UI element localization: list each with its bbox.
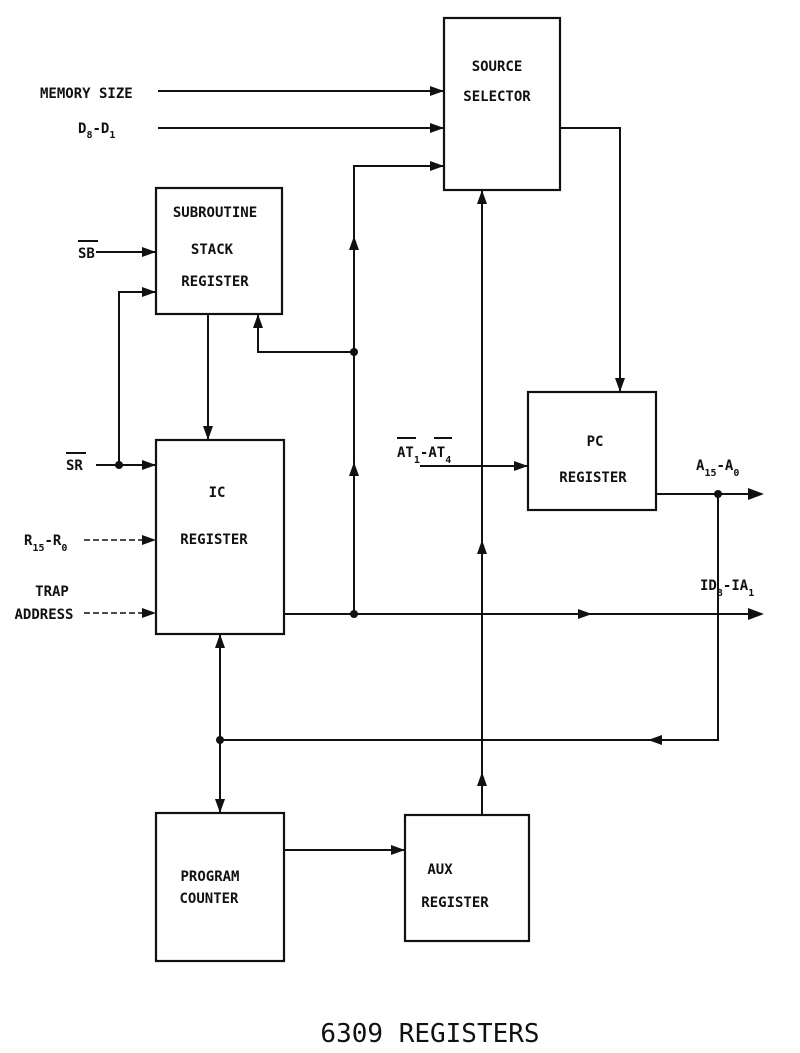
sb-label: SB [78,246,95,262]
memory-size-label: MEMORY SIZE [40,86,133,102]
source-selector-label-2: SELECTOR [463,89,531,105]
source-selector-label-1: SOURCE [472,59,523,75]
arrowheads [142,86,764,855]
pc-register-label-1: PC [587,434,604,450]
at-bus-label: AT1-AT4 [397,445,451,466]
program-counter-label-1: PROGRAM [180,869,239,885]
trap-label-2: ADDRESS [14,607,73,623]
subroutine-stack-label-3: REGISTER [181,274,249,290]
program-counter-label-2: COUNTER [179,891,239,907]
pc-register-block: PC REGISTER [526,390,658,512]
program-counter-block: PROGRAM COUNTER [154,811,286,963]
d-bus-label: D8-D1 [78,121,115,141]
subroutine-stack-register-block: SUBROUTINE STACK REGISTER [154,186,284,316]
trap-label-1: TRAP [35,584,69,600]
diagram-title: 6309 REGISTERS [320,1019,539,1049]
sr-label: SR [66,458,83,474]
aux-register-block: AUX REGISTER [403,813,531,943]
subroutine-stack-label-1: SUBROUTINE [173,205,257,221]
ic-register-block: IC REGISTER [154,438,286,636]
r-bus-label: R15-R0 [24,533,67,554]
pc-register-label-2: REGISTER [559,470,627,486]
connection-lines [84,90,760,851]
aux-register-label-1: AUX [427,862,453,878]
junction-dots [115,348,722,744]
ic-register-label-2: REGISTER [180,532,248,548]
source-selector-block: SOURCE SELECTOR [442,16,562,192]
ic-register-label-1: IC [209,485,226,501]
id-bus-label: ID8-IA1 [700,578,754,599]
aux-register-label-2: REGISTER [421,895,489,911]
subroutine-stack-label-2: STACK [191,242,234,258]
a-bus-label: A15-A0 [696,458,739,479]
